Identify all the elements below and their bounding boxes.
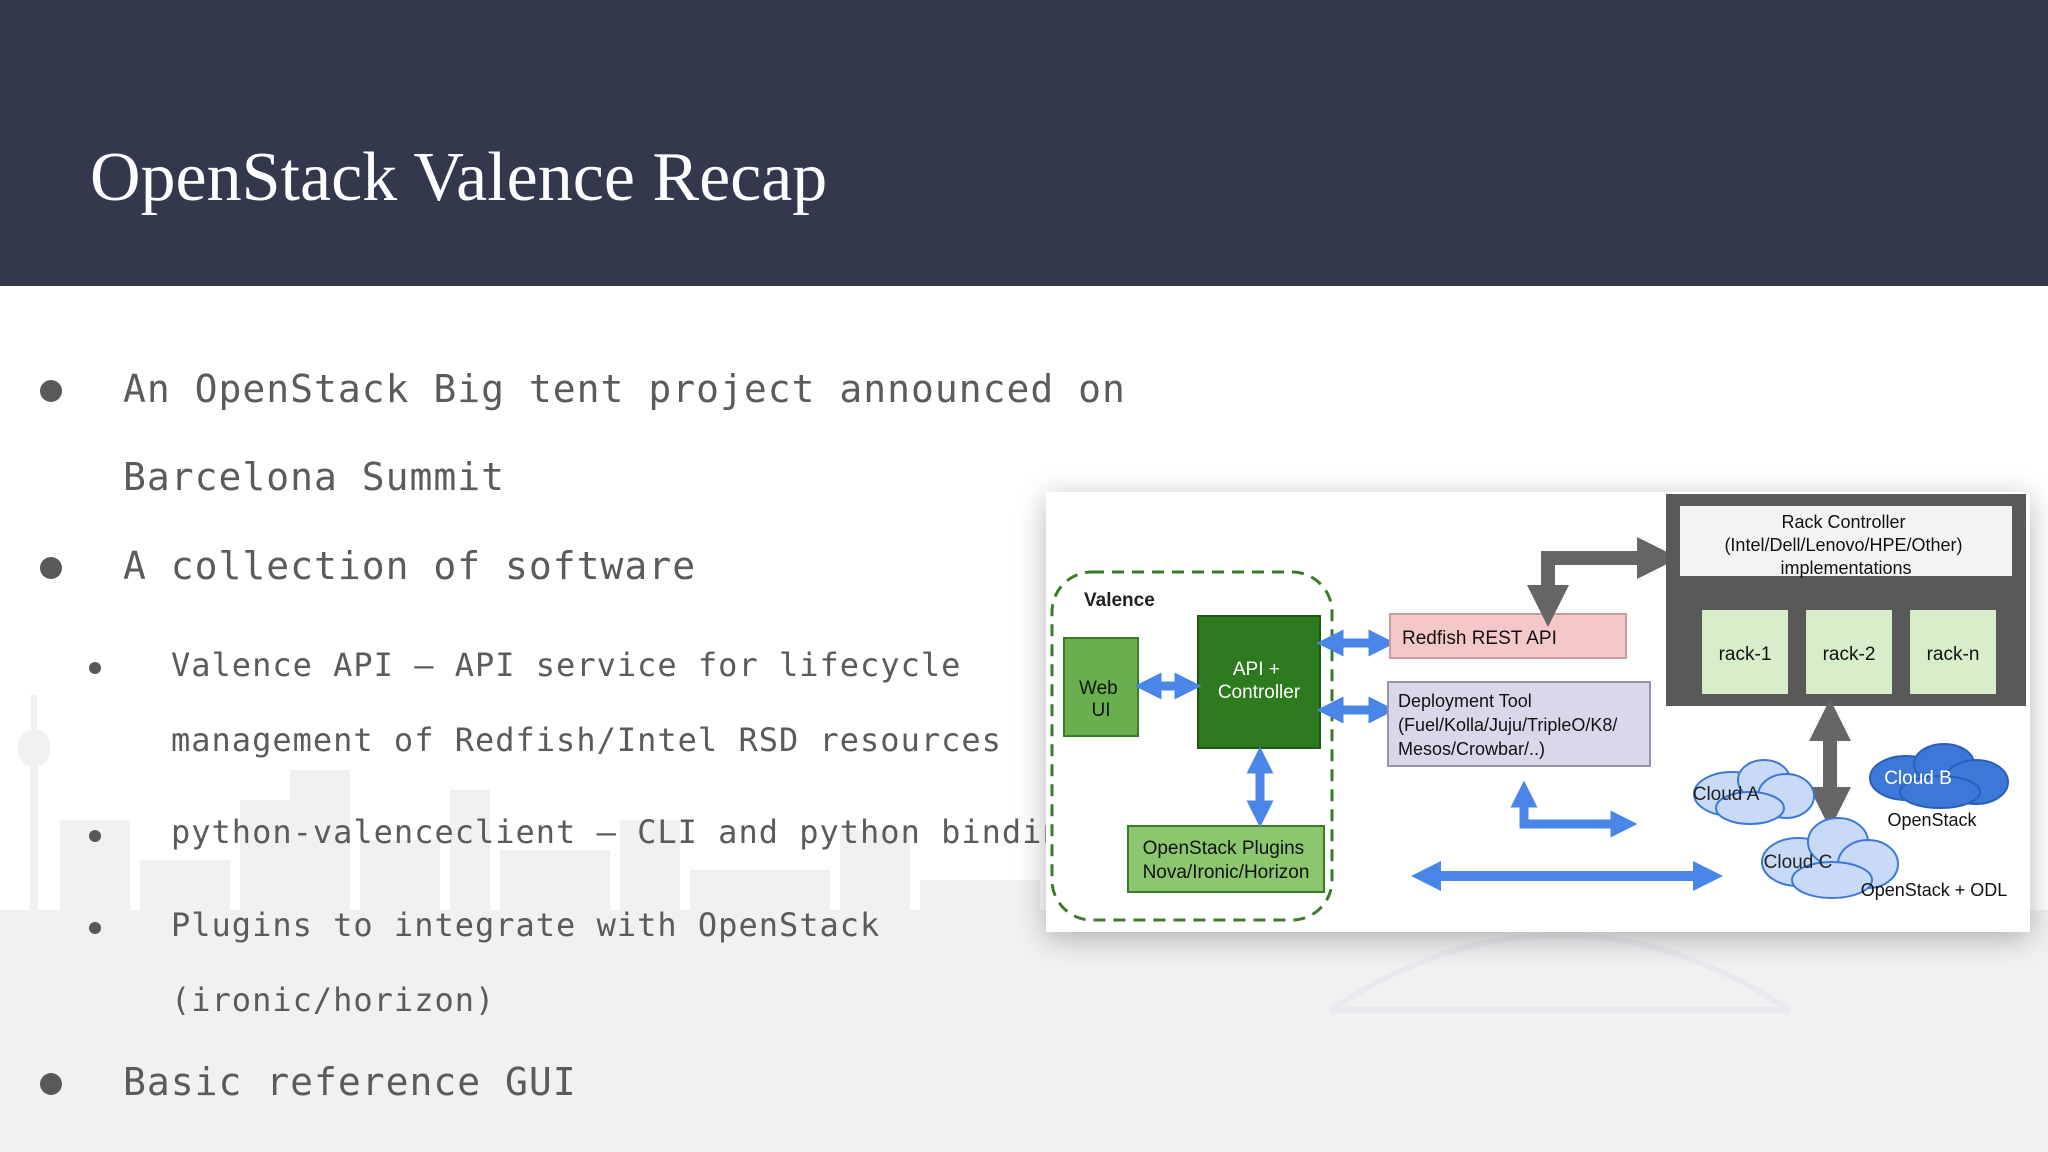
deployment-tool-label: Deployment Tool (Fuel/Kolla/Juju/TripleO… [1398,691,1622,759]
rack-controller-label: Rack Controller (Intel/Dell/Lenovo/HPE/O… [1724,512,1967,578]
rack-controller-box [1680,506,2012,576]
bullet-text: An OpenStack Big tent project announced … [123,367,1126,411]
sub-bullet-text: Plugins to integrate with OpenStack [171,906,881,944]
rack-1-label: rack-1 [1719,644,1772,665]
sub-bullet-text: python-valenceclient – CLI and python bi… [171,813,1083,851]
openstack-plugins-label: OpenStack Plugins Nova/Ironic/Horizon [1143,838,1310,883]
redfish-api-label: Redfish REST API [1402,628,1557,649]
bullet-dot [40,1073,62,1095]
sub-bullet-dot [89,922,101,934]
rack-1-box [1702,610,1788,694]
valence-label: Valence [1084,590,1155,611]
api-controller-box [1197,615,1321,749]
architecture-diagram: Valence Web UI API + Controller OpenStac… [1046,492,2030,932]
openstack-plugins-box [1127,825,1325,893]
cloud-c-caption: OpenStack + ODL [1861,880,2008,900]
rack-2-box [1806,610,1892,694]
api-controller-label: API + Controller [1218,659,1301,703]
sub-bullet-text: management of Redfish/Intel RSD resource… [171,721,1002,759]
sub-bullet-text: Valence API – API service for lifecycle [171,646,962,684]
bullet-dot [40,557,62,579]
title-bar [0,0,2048,286]
rack-2-label: rack-2 [1823,644,1876,665]
bullet-dot [40,380,62,402]
cloud-a-shape [1693,759,1815,825]
sub-bullet-dot [89,662,101,674]
valence-boundary [1050,570,1334,922]
cloud-b-caption: OpenStack [1887,810,1977,830]
sub-bullet-dot [89,830,101,842]
redfish-rack-arrow [1527,537,1679,627]
web-ui-label: Web UI [1079,678,1123,721]
bullet-text: Barcelona Summit [123,455,506,499]
cloud-b-shape [1869,743,2009,809]
slide-title: OpenStack Valence Recap [90,139,828,216]
rack-n-label: rack-n [1927,644,1980,665]
cloud-c-label: Cloud C [1764,852,1833,873]
deploy-cloud-arrow [1510,780,1638,838]
cloud-b-label: Cloud B [1884,768,1952,789]
deployment-tool-box [1387,681,1651,767]
sub-bullet-text: (ironic/horizon) [171,981,496,1019]
cloud-a-label: Cloud A [1693,784,1760,805]
bullet-text: A collection of software [123,544,697,588]
cloud-c-shape [1761,817,1899,899]
web-ui-box [1063,637,1139,737]
rack-n-box [1910,610,1996,694]
bullet-text: Basic reference GUI [123,1060,577,1104]
